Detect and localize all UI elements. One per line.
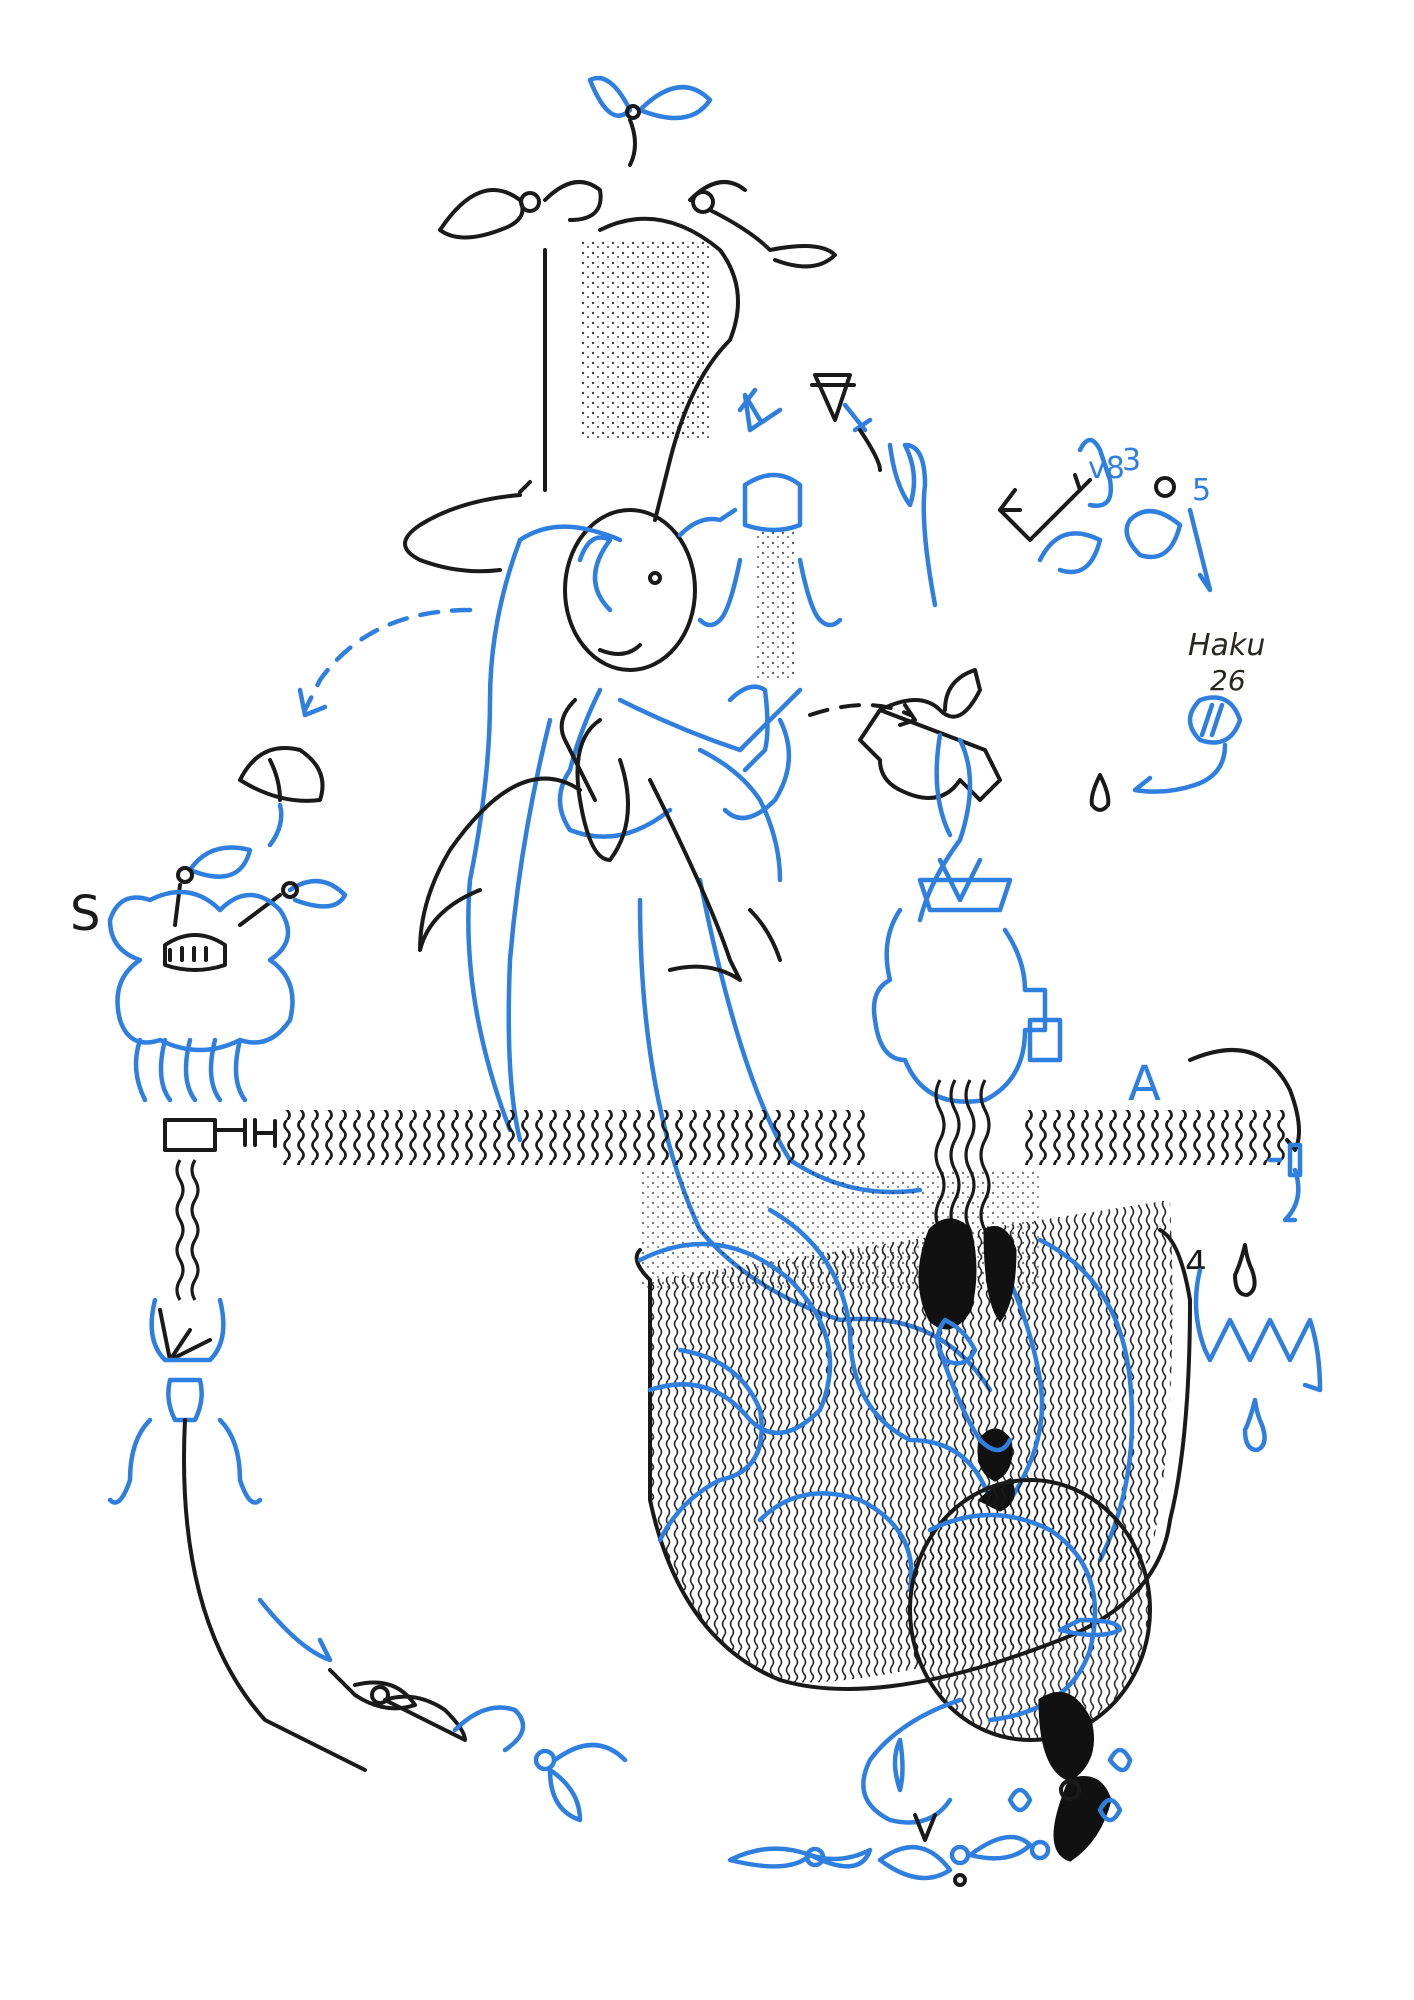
annotation-3: 3 xyxy=(1122,443,1141,478)
annotation-v8: v8 xyxy=(1088,451,1125,486)
lower-head xyxy=(861,1478,1152,1862)
top-symbols xyxy=(697,373,938,680)
left-flower-figure: S xyxy=(70,845,348,1152)
annotation-S: S xyxy=(70,886,100,942)
left-chain xyxy=(107,1159,628,1823)
horned-tower-figure xyxy=(403,180,837,574)
annotation-4: 4 xyxy=(1185,1244,1207,1284)
annotation-5: 5 xyxy=(1192,473,1211,508)
horizontal-wave-band: A xyxy=(280,1048,1303,1178)
left-cap xyxy=(238,746,325,848)
annotation-A: A xyxy=(1128,1056,1161,1112)
right-zigzag: 4 xyxy=(1185,1167,1323,1453)
top-bow-icon xyxy=(587,75,713,167)
bottom-bows xyxy=(727,1737,1051,1887)
dashed-arrows xyxy=(297,607,917,727)
right-jug xyxy=(858,668,1063,1231)
signature-year: 26 xyxy=(1210,664,1246,697)
signature-haku: Haku xyxy=(1188,628,1265,663)
top-right-cluster: v8 3 5 Haku 26 xyxy=(998,437,1265,812)
